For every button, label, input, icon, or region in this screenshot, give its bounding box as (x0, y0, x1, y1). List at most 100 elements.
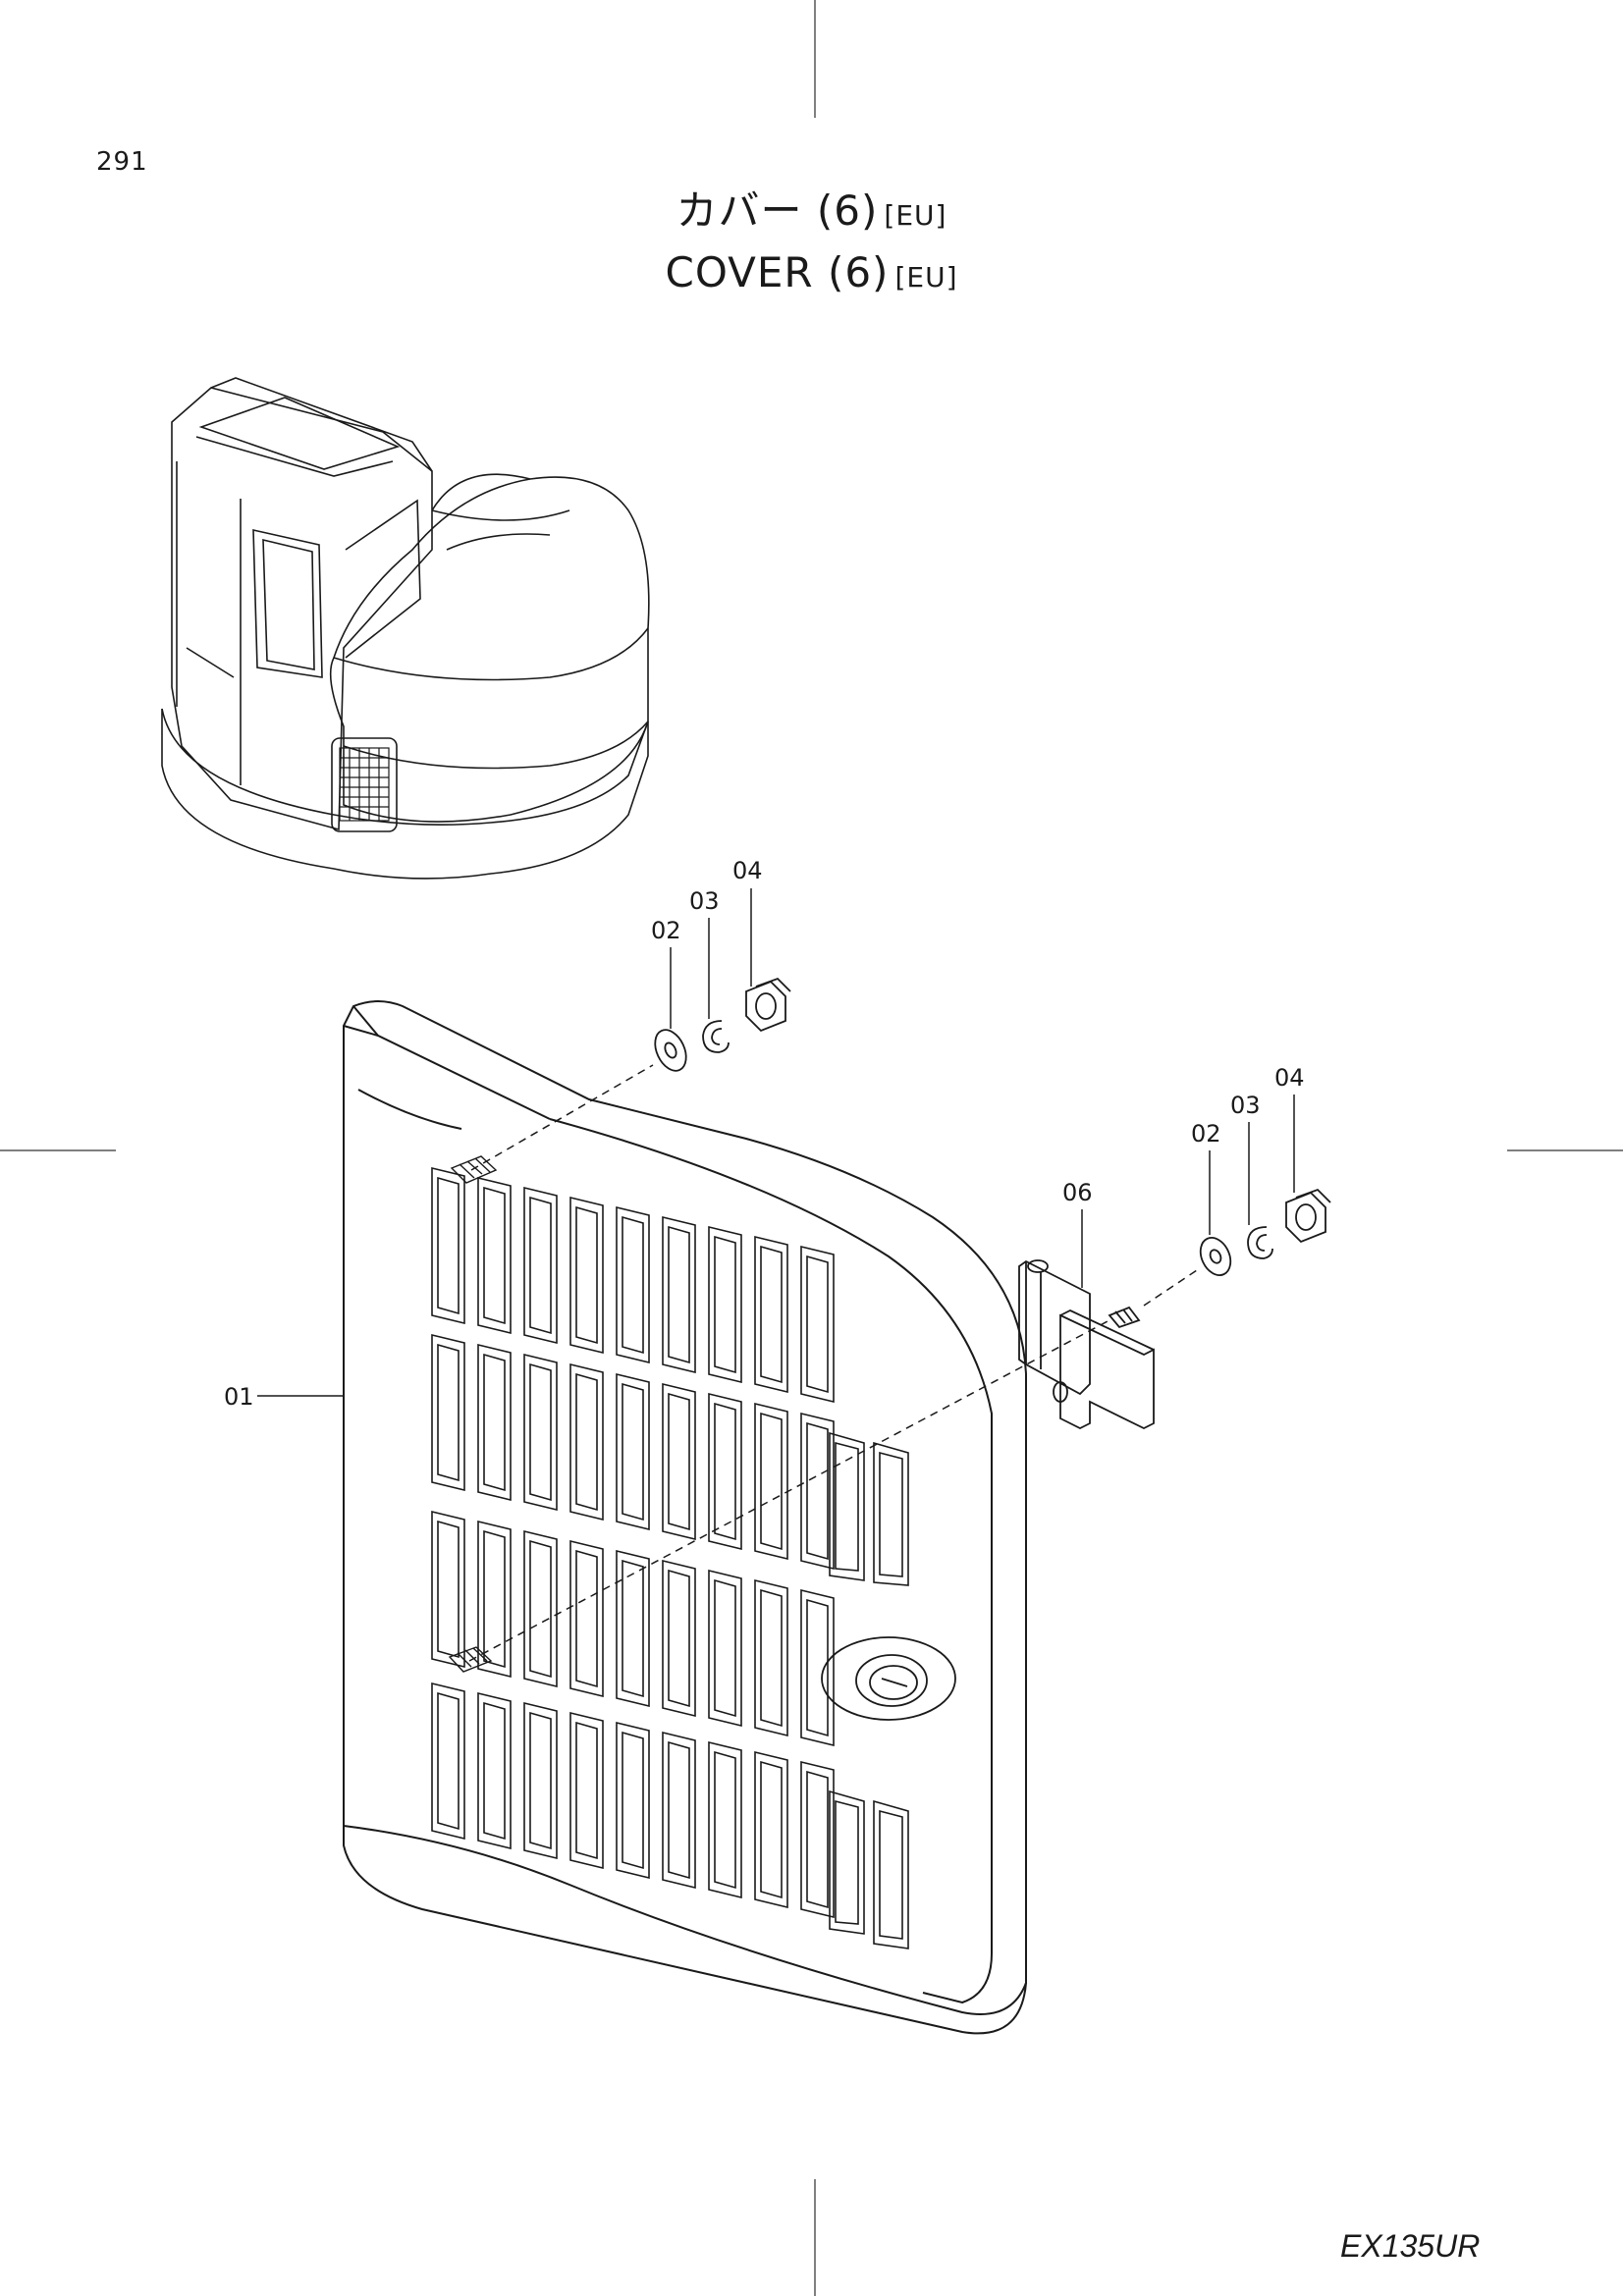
grille-slot-inner (714, 1750, 736, 1890)
lockwasher-upper (702, 1020, 730, 1053)
grille-slot-inner (806, 1770, 829, 1909)
grille-slot (708, 1392, 742, 1551)
grille-slot-inner (668, 1392, 690, 1531)
callout-01: 01 (224, 1383, 254, 1411)
grille-slot-inner (806, 1421, 829, 1561)
grille-slot-inner (760, 1412, 783, 1551)
grille-slot (523, 1353, 558, 1512)
grille-slot (523, 1701, 558, 1860)
callout-03-upper: 03 (689, 887, 720, 915)
grille-slot-inner (483, 1701, 506, 1841)
grille-slot (477, 1343, 512, 1502)
callouts: 01 02 03 04 02 03 04 06 (224, 857, 1305, 1411)
grille-slot (616, 1372, 650, 1531)
grille-slot (523, 1186, 558, 1345)
grille-slot-inner (529, 1711, 552, 1850)
callout-03-lower: 03 (1230, 1092, 1261, 1119)
grille-slot-inner (575, 1549, 598, 1688)
grille-slot-inner (437, 1176, 460, 1315)
grille-slot (569, 1539, 604, 1698)
grille-slot-inner (483, 1186, 506, 1325)
grille-slot (754, 1578, 788, 1737)
grille-slot (754, 1235, 788, 1394)
lock-icon (821, 1636, 956, 1721)
title-jp-text: カバー (6) (676, 187, 879, 235)
grille-slot-inner (668, 1225, 690, 1364)
grille-slot-inner (760, 1245, 783, 1384)
grille-slot (431, 1166, 465, 1325)
grille-slot-inner (714, 1402, 736, 1541)
grille-slot (569, 1711, 604, 1870)
stud-upper (450, 1155, 498, 1184)
grille-slot (800, 1760, 835, 1919)
grille-slot (569, 1362, 604, 1522)
grille-slot-inner (714, 1235, 736, 1374)
grille-slot (754, 1402, 788, 1561)
page-number: 291 (96, 147, 148, 177)
grille-slot (431, 1510, 465, 1669)
title-block: カバー (6)[EU] COVER (6)[EU] (0, 183, 1623, 306)
callout-02-lower: 02 (1191, 1120, 1221, 1148)
lockwasher-lower (1247, 1226, 1273, 1259)
grille-slot (431, 1333, 465, 1492)
title-english: COVER (6)[EU] (0, 244, 1623, 306)
grille-slot-inner (483, 1353, 506, 1492)
grille-slot-inner (714, 1578, 736, 1718)
title-en-tag: [EU] (894, 261, 958, 294)
nut-upper (745, 977, 791, 1033)
grille-slot-inner (575, 1205, 598, 1345)
grille-slot (616, 1205, 650, 1364)
grille-slot (662, 1215, 696, 1374)
grille-slot-inner (760, 1588, 783, 1728)
grille-slot-inner (622, 1731, 644, 1870)
excavator-overview (161, 377, 650, 880)
grille-slot (616, 1549, 650, 1708)
grille-slot-inner (622, 1215, 644, 1355)
stud-lower (448, 1646, 493, 1673)
grille-slot (569, 1196, 604, 1355)
grille-slot (477, 1520, 512, 1679)
grille-slot (754, 1750, 788, 1909)
grille-slot (708, 1225, 742, 1384)
grille-slot-inner (437, 1520, 460, 1659)
grille-slot-inner (760, 1760, 783, 1899)
grille-slot-inner (483, 1529, 506, 1669)
grille-slot (662, 1559, 696, 1718)
hinge-bracket (1018, 1259, 1155, 1430)
grille-slot (477, 1691, 512, 1850)
grille-slot-inner (437, 1343, 460, 1482)
nut-lower (1285, 1188, 1331, 1244)
grille-slot (477, 1176, 512, 1335)
grille-slot-inner (529, 1539, 552, 1679)
callout-02-upper: 02 (651, 917, 681, 944)
grille-slot-inner (575, 1372, 598, 1512)
callout-04-upper: 04 (732, 857, 763, 884)
grille-slot-inner (622, 1382, 644, 1522)
grille-slot (662, 1382, 696, 1541)
grille-slot-inner (529, 1196, 552, 1335)
grille-slot (708, 1740, 742, 1899)
callout-04-lower: 04 (1274, 1064, 1305, 1092)
callout-06: 06 (1062, 1179, 1093, 1206)
overview-grille (339, 747, 390, 822)
grille-slot (800, 1245, 835, 1404)
grille-slot-inner (529, 1362, 552, 1502)
grille-slot (662, 1731, 696, 1890)
grille-slot (431, 1682, 465, 1841)
grille-slot (523, 1529, 558, 1688)
grille-slot (800, 1412, 835, 1571)
title-japanese: カバー (6)[EU] (0, 183, 1623, 244)
grille-slot-inner (575, 1721, 598, 1860)
assembly-lines (468, 1064, 1201, 1662)
grille-slot (616, 1721, 650, 1880)
title-en-text: COVER (6) (665, 248, 890, 296)
washer-lower (1199, 1237, 1232, 1276)
washer-upper (654, 1029, 687, 1072)
side-vents (829, 1431, 909, 1949)
grille-slot-inner (806, 1598, 829, 1737)
title-jp-tag: [EU] (884, 199, 947, 232)
grille-slot-inner (622, 1559, 644, 1698)
cover-panel (343, 1000, 1027, 2035)
cover-grille (431, 1166, 835, 1919)
